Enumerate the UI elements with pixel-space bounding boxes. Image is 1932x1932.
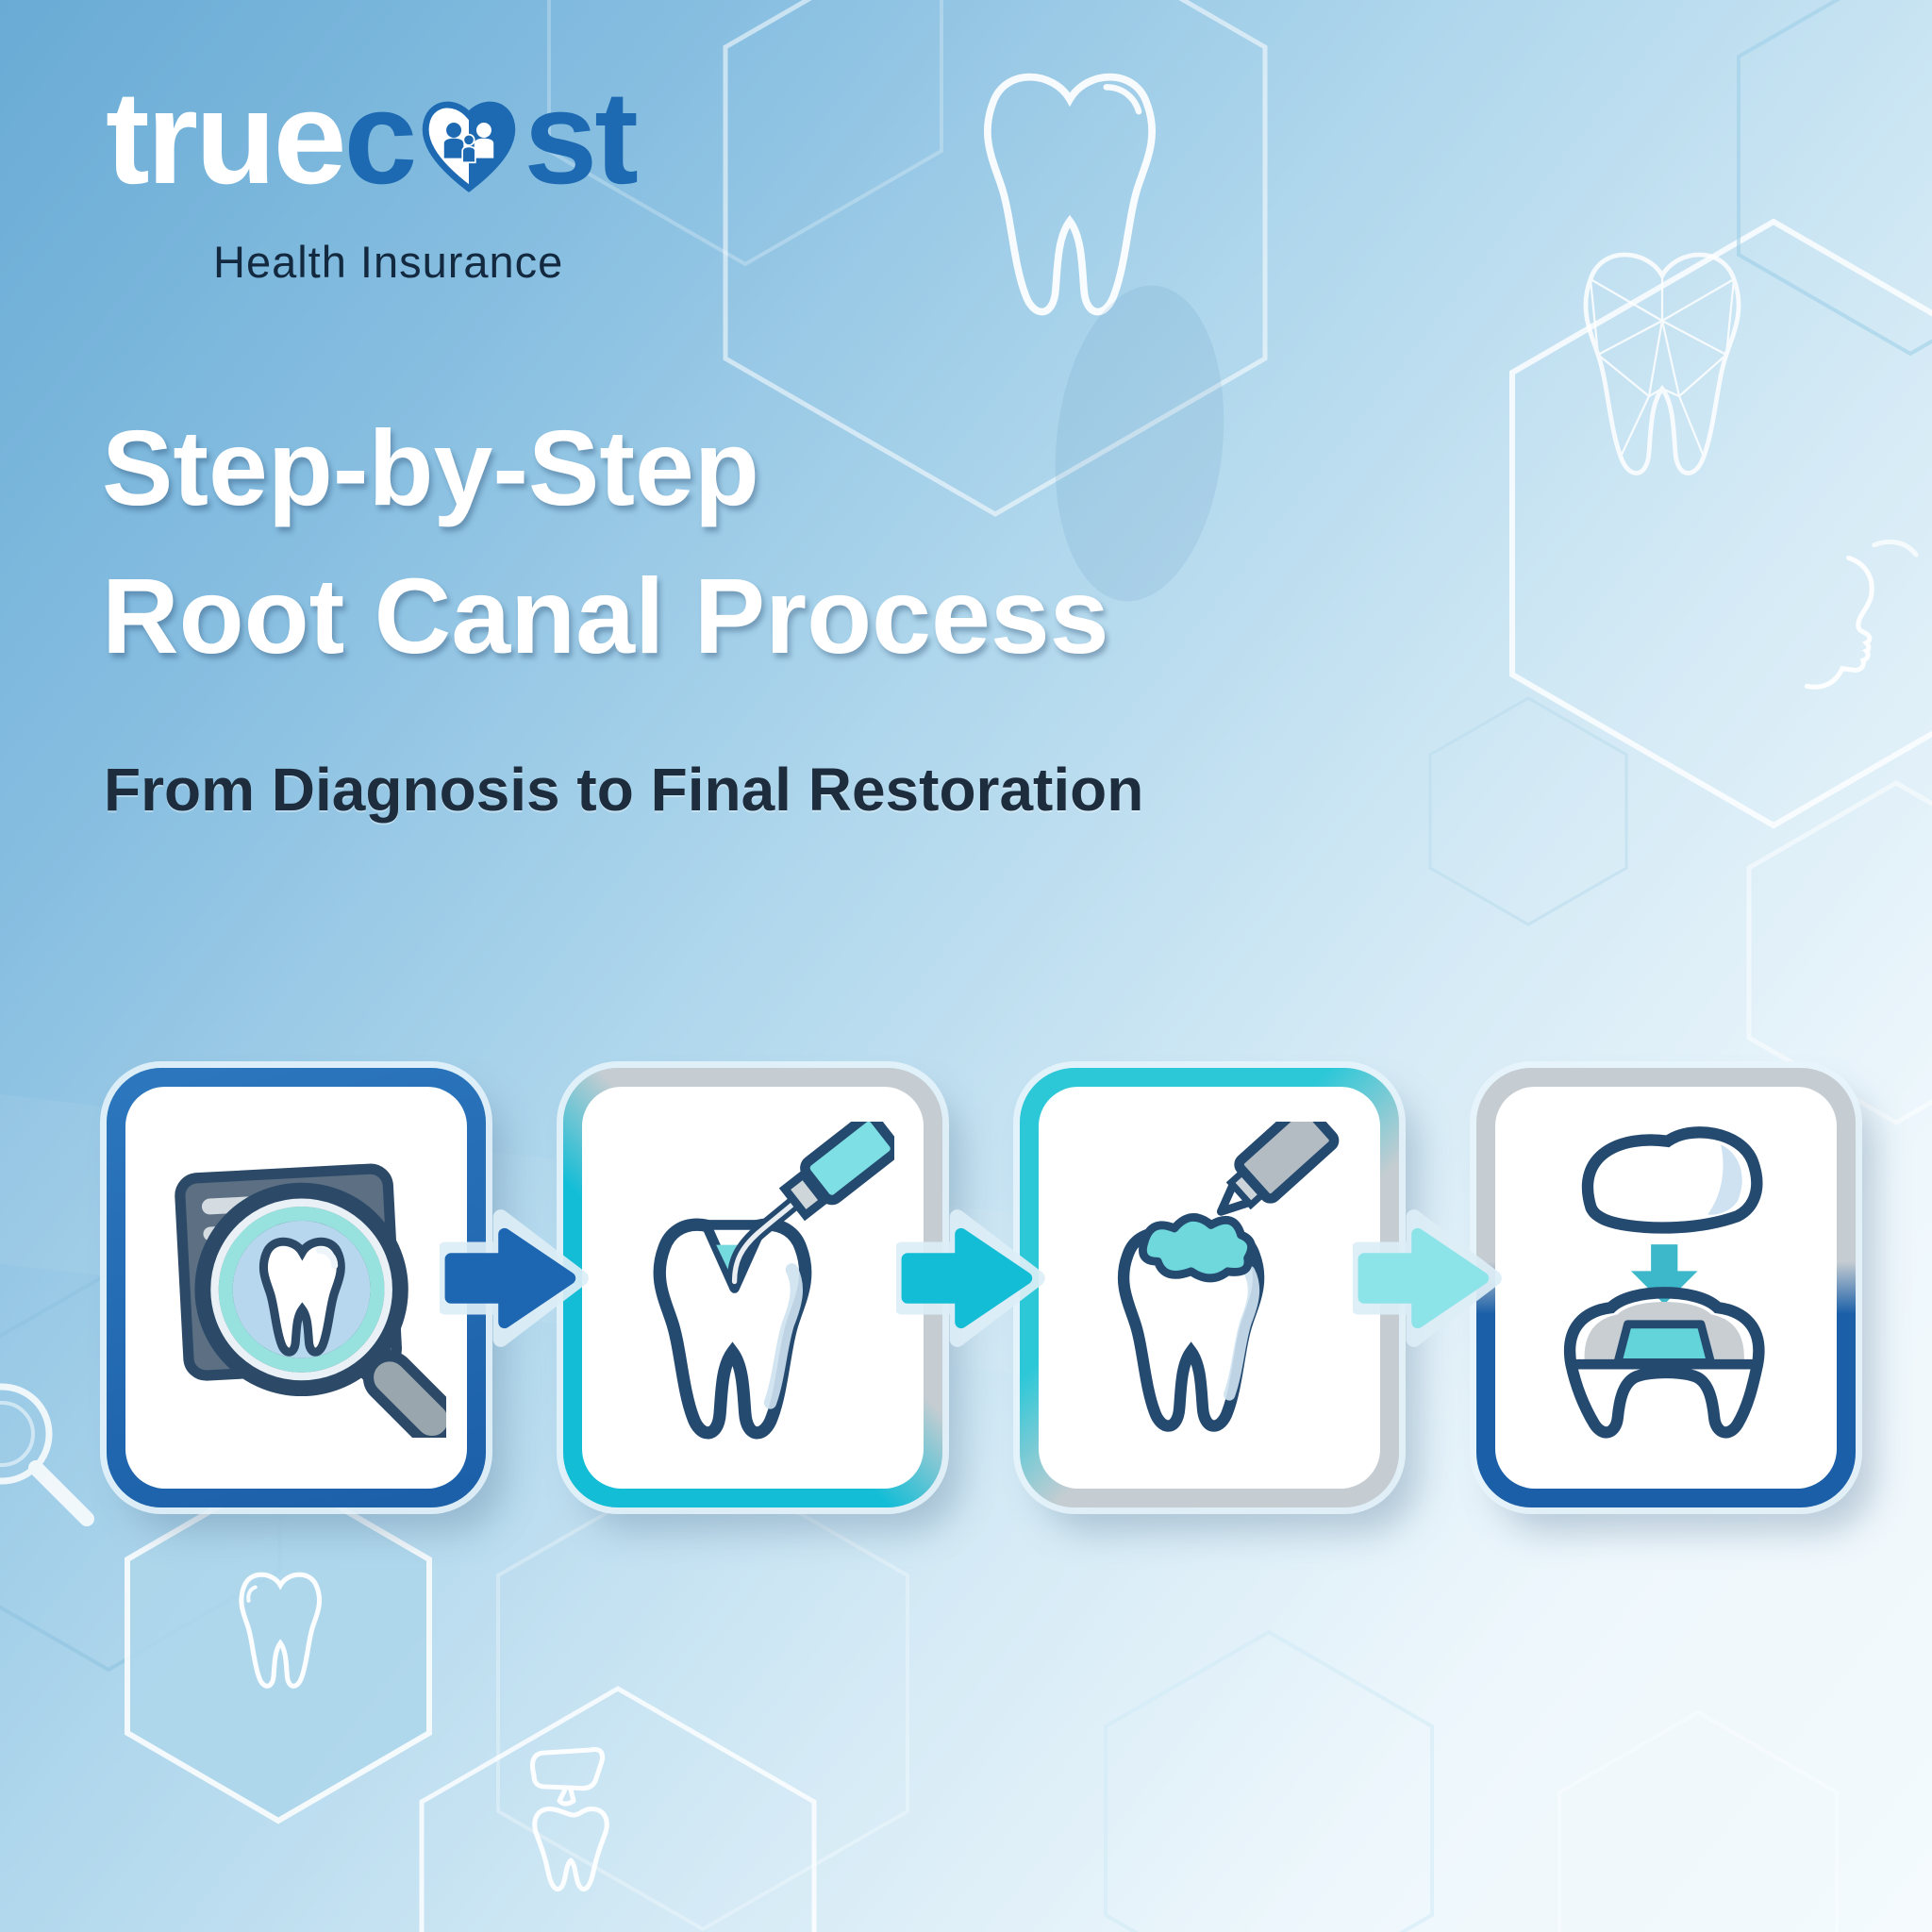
- hexagon-outline: [1104, 1629, 1434, 1932]
- down-arrow-icon: [1630, 1244, 1698, 1305]
- background-silhouette: [1055, 285, 1224, 602]
- title-line2: Root Canal Process: [102, 557, 1109, 676]
- hexagon-outline: [1737, 0, 1932, 357]
- tooth-outline-icon: [983, 73, 1157, 316]
- step-card-diagnosis: [107, 1068, 486, 1507]
- magnifier-outline-icon: [0, 1383, 94, 1526]
- hexagon-outline: [547, 0, 943, 267]
- hexagon-outline: [1428, 696, 1628, 926]
- step-card-filling: [1020, 1068, 1399, 1507]
- hexagon-outline: [496, 1455, 909, 1932]
- arrow-right-1: [440, 1209, 589, 1347]
- title-line1: Step-by-Step: [102, 408, 759, 527]
- tooth-in-hexagon-icon: [125, 1468, 432, 1824]
- hexagon-outline: [1746, 780, 1932, 1125]
- logo-tagline: Health Insurance: [213, 237, 564, 287]
- hexagon-outline: [1509, 218, 1932, 829]
- file-handle: [800, 1121, 894, 1205]
- xray-magnifier-tooth-icon: [175, 1163, 446, 1438]
- step-card-cleaning: [563, 1068, 942, 1507]
- applicator-tube: [1216, 1121, 1340, 1216]
- page-title: Step-by-Step Root Canal Process: [102, 394, 1109, 691]
- prepared-tooth: [1563, 1287, 1765, 1439]
- arrow-right-2: [896, 1209, 1045, 1347]
- logo-word-mid: c: [343, 63, 417, 211]
- crown-placement-tooth-icon: [1563, 1126, 1765, 1439]
- hexagon-outline: [723, 0, 1268, 517]
- hexagon-outline: [419, 1686, 817, 1932]
- logo-word-end: st: [524, 63, 638, 211]
- heart-family-icon: [423, 101, 516, 192]
- crown-tooth-outline-icon: [529, 1746, 609, 1892]
- face-profile-outline-icon: [1804, 539, 1919, 690]
- endodontic-file-tooth-icon: [653, 1121, 894, 1439]
- page-subtitle: From Diagnosis to Final Restoration: [104, 756, 1144, 824]
- arrow-right-3: [1353, 1209, 1502, 1347]
- filling-applicator-tooth-icon: [1117, 1121, 1340, 1432]
- family-figures: [444, 123, 494, 164]
- step-card-crown: [1476, 1068, 1856, 1507]
- hexagon-outline: [1557, 1709, 1839, 1932]
- polygonal-tooth-icon: [1583, 252, 1741, 475]
- logo-word-start: true: [106, 63, 346, 211]
